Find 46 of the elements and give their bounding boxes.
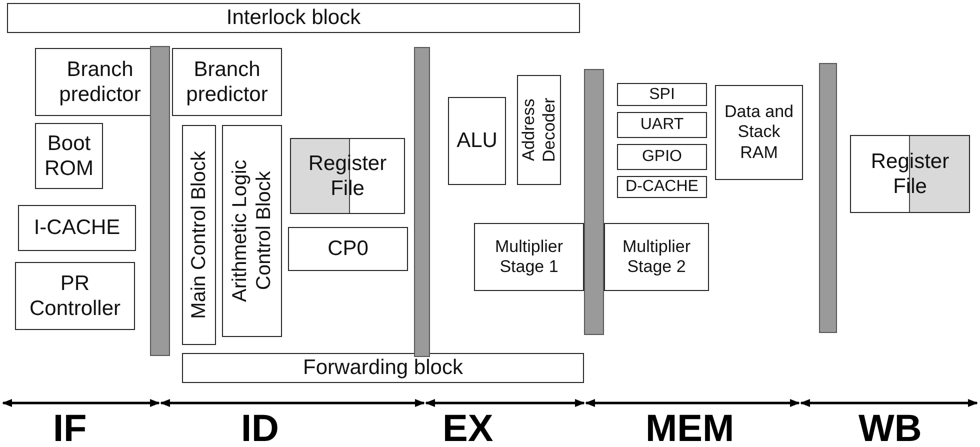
pipeline-register-bar [150,46,170,356]
block-label: Boot ROM [44,130,94,182]
block-label: I-CACHE [34,215,120,241]
block-label: Address Decoder [518,96,559,164]
block-box [172,48,282,116]
block-label: Multiplier Stage 1 [494,236,564,278]
block-label: ALU [456,128,498,154]
block-box [617,83,707,106]
block-box [448,97,506,185]
block-label: Branch predictor [58,56,142,108]
block-box [15,262,135,330]
stage-label: IF [53,408,87,447]
block-label: Data and Stack RAM [724,102,794,164]
block-label: PR Controller [28,270,122,322]
pipeline-register-bar [584,69,604,335]
block-box [617,144,707,170]
block-box [617,176,707,198]
block-label: UART [640,115,684,135]
block-label: Interlock block [226,5,361,31]
block-box [35,123,103,189]
block-box [18,205,136,251]
block-label: Forwarding block [303,355,463,381]
block-box [182,125,216,345]
block-box [715,85,803,180]
block-box [222,125,282,337]
block-box [182,353,584,383]
stage-label: EX [442,408,494,447]
block-box [474,223,584,291]
block-label: Main Control Block [187,151,211,319]
block-label: CP0 [328,236,368,262]
block-box [288,227,408,271]
stage-label: ID [241,408,279,447]
pipeline-register-bar [819,63,837,333]
block-label: GPIO [642,147,682,167]
block-box [517,75,561,185]
block-label: Arithmetic Logic Control Block [228,158,276,304]
block-label: D-CACHE [626,177,698,197]
stage-label: WB [858,408,922,447]
block-box [617,112,707,138]
block-box [7,3,580,33]
block-box [604,223,709,291]
block-label: Multiplier Stage 2 [621,236,692,278]
block-label: Branch predictor [185,56,269,108]
pipeline-register-bar [414,47,430,357]
block-label: SPI [649,84,675,104]
stage-label: MEM [646,408,734,447]
